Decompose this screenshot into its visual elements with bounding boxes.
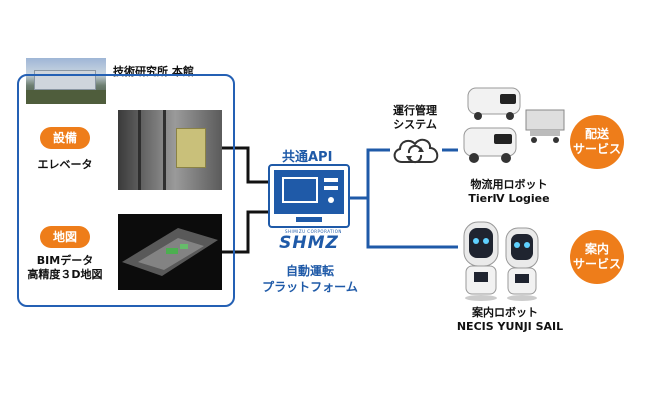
map-tag: 地図 — [40, 226, 90, 248]
computer-icon — [268, 164, 350, 228]
delivery-robot-label-line2: TierⅣ Logiee — [468, 192, 550, 205]
connector-guide — [366, 198, 458, 249]
connector-map — [222, 210, 268, 254]
guide-service-line1: 案内 — [584, 242, 609, 256]
guide-service-line2: サービス — [572, 257, 621, 271]
fleet-management-label-line1: 運行管理 — [393, 104, 437, 117]
cloud-sync-icon — [390, 134, 442, 166]
map-label-line2: 高精度３D地図 — [27, 268, 103, 281]
platform-monitor — [268, 164, 350, 228]
platform-label-line1: 自動運転 — [285, 264, 334, 278]
fleet-management-label-line2: システム — [393, 118, 437, 131]
bim-3d-map-image — [118, 214, 222, 290]
map-label-line1: BIMデータ — [36, 254, 94, 267]
facility-box — [17, 74, 235, 307]
platform-label-line2: プラットフォーム — [262, 280, 358, 294]
guide-robot-image — [458, 218, 548, 304]
shimizu-logo-small: SHIMIZU CORPORATION — [285, 229, 342, 234]
connector-equipment — [222, 146, 268, 184]
delivery-service-line2: サービス — [572, 142, 621, 156]
guide-robot-label-line1: 案内ロボット — [472, 306, 538, 319]
guide-service-circle: 案内 サービス — [570, 230, 624, 284]
equipment-tag: 設備 — [40, 127, 90, 149]
delivery-service-circle: 配送 サービス — [570, 115, 624, 169]
guide-robot-label-line2: NECIS YUNJI SAIL — [456, 320, 564, 333]
delivery-robot-image — [460, 84, 570, 168]
elevator-photo — [118, 110, 222, 190]
bim-map-graphic — [122, 228, 218, 276]
common-api-label: 共通API — [282, 150, 333, 165]
connector-delivery — [350, 148, 390, 200]
delivery-service-line1: 配送 — [584, 127, 609, 141]
delivery-robot-label-line1: 物流用ロボット — [470, 178, 548, 191]
equipment-label: エレベータ — [37, 158, 93, 171]
shimizu-logo: SHMZ — [279, 233, 339, 253]
